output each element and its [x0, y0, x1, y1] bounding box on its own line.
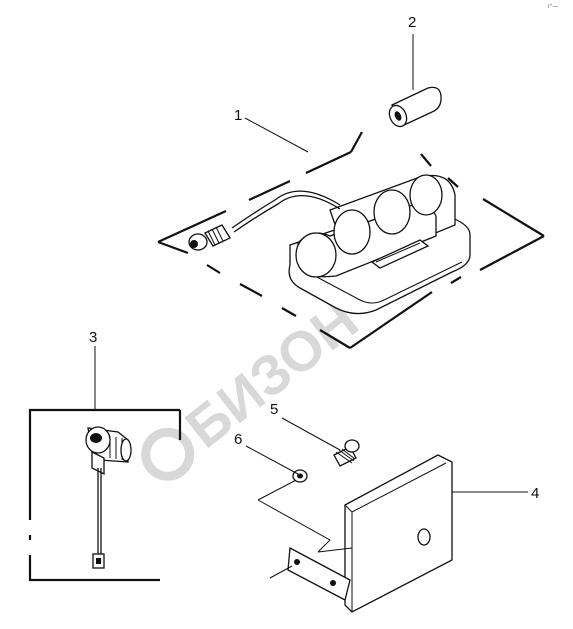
part-2-sleeve: [388, 86, 442, 128]
callout-2: 2: [408, 14, 416, 31]
callout-5: 5: [270, 401, 278, 418]
part-5-bolt: [333, 439, 360, 467]
part-6-washer: [292, 469, 308, 483]
callout-1: 1: [234, 107, 242, 124]
watermark-text: БИЗОН: [174, 288, 369, 460]
callout-6: 6: [234, 431, 242, 448]
part-4-mount-plane: [257, 477, 353, 553]
module-cable: [231, 190, 341, 233]
part-3-frame: [28, 408, 180, 582]
leader-1: [244, 117, 309, 153]
module-connector-slot: [370, 239, 430, 269]
watermark: БИЗОН: [141, 288, 369, 481]
watermark-logo-icon: [141, 427, 195, 481]
callout-3: 3: [89, 329, 97, 346]
part-4-bracket: [257, 454, 453, 613]
leader-flange: [269, 565, 293, 579]
part-1-assembly: [157, 131, 545, 349]
corner-mark: r°—: [548, 4, 558, 10]
leader-5: [281, 417, 341, 451]
part-3-assembly: [28, 408, 182, 582]
cable-plug: [188, 224, 231, 251]
part-1-frame: [157, 131, 545, 349]
callout-4: 4: [531, 485, 539, 502]
leader-6: [245, 445, 299, 475]
